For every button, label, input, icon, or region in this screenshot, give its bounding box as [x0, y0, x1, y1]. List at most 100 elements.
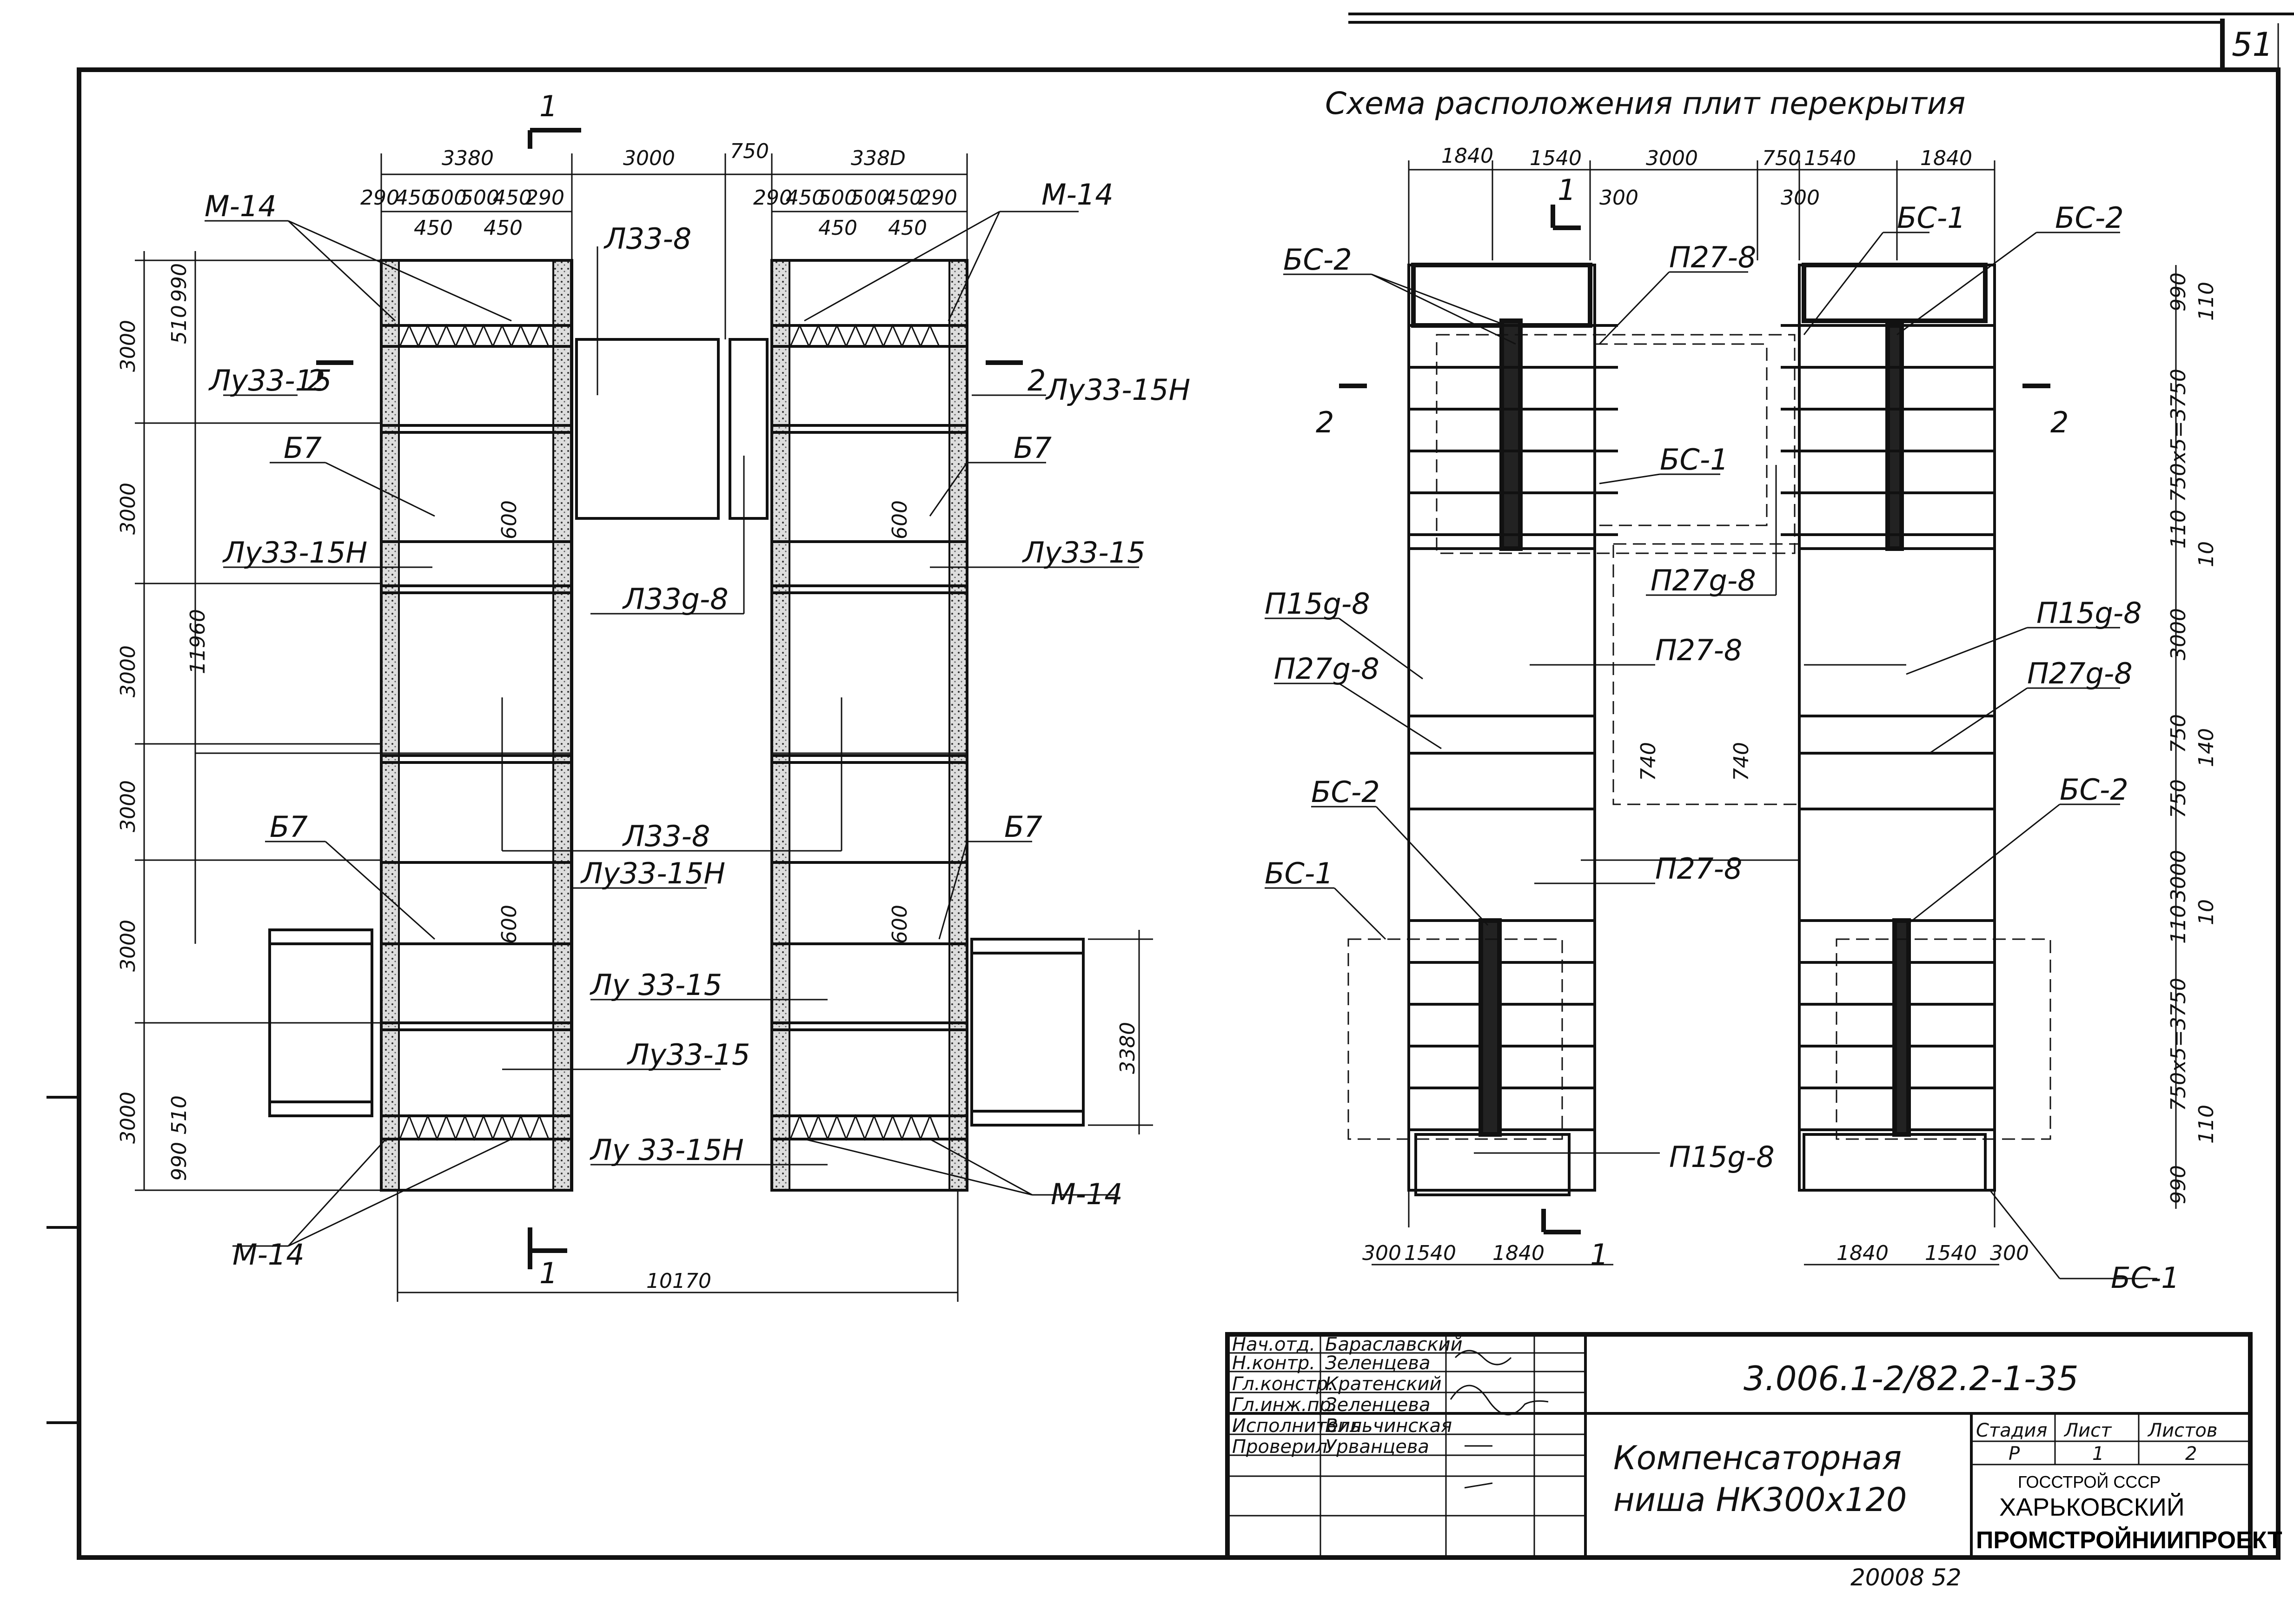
svg-text:3380: 3380	[1116, 1022, 1140, 1074]
svg-text:1540: 1540	[1804, 146, 1856, 170]
svg-text:740: 740	[1637, 742, 1660, 781]
svg-text:3000: 3000	[116, 1092, 140, 1144]
left-plan-labels: М-14 М-14 М-14 М-14 Лу33-15 Лу33-15Н Б7 …	[205, 178, 1190, 1272]
svg-text:450: 450	[395, 186, 434, 210]
svg-text:600: 600	[497, 500, 521, 539]
svg-text:3000: 3000	[623, 146, 675, 170]
svg-text:Лист: Лист	[2063, 1420, 2112, 1441]
label-m14: М-14	[1041, 178, 1114, 212]
svg-text:Зеленцева: Зеленцева	[1325, 1394, 1431, 1416]
label-m14: М-14	[1051, 1177, 1123, 1211]
label-bs2: БС-2	[1283, 243, 1352, 277]
label-p27d-8: П27g-8	[1651, 563, 1756, 597]
label-m14: М-14	[232, 1238, 305, 1272]
label-lu33-15: Лу33-15	[627, 1038, 750, 1072]
svg-text:1540: 1540	[1530, 146, 1582, 170]
label-p15d-8: П15g-8	[2036, 596, 2142, 630]
svg-text:500: 500	[428, 186, 467, 210]
svg-text:300: 300	[1599, 186, 1638, 210]
drawing-title-line1: Компенсаторная	[1613, 1439, 1902, 1477]
label-bs2: БС-2	[2055, 201, 2124, 235]
right-plan-title: Схема расположения плит перекрытия	[1325, 86, 1965, 121]
svg-text:600: 600	[497, 905, 521, 944]
svg-text:740: 740	[1730, 742, 1753, 781]
svg-text:3000: 3000	[116, 920, 140, 972]
svg-text:110: 110	[2167, 510, 2190, 549]
svg-text:11960: 11960	[186, 609, 210, 674]
svg-text:600: 600	[888, 905, 912, 944]
label-b7: Б7	[270, 810, 308, 844]
svg-text:ПРОМСТРОЙНИИПРОЕКТ: ПРОМСТРОЙНИИПРОЕКТ	[1976, 1526, 2282, 1554]
svg-text:510: 510	[167, 305, 191, 344]
svg-text:1840: 1840	[1441, 144, 1493, 168]
label-lu33-15n: Лу33-15Н	[1045, 373, 1190, 407]
svg-text:1540: 1540	[1404, 1241, 1456, 1265]
label-l33d-8: Л33g-8	[622, 582, 729, 616]
drawing-title-line2: ниша НК300х120	[1613, 1481, 1907, 1519]
label-bs1: БС-1	[1265, 856, 1333, 890]
svg-text:290: 290	[918, 186, 957, 210]
label-p27d-8: П27g-8	[1274, 652, 1379, 686]
svg-text:Гл.инж.пр.: Гл.инж.пр.	[1232, 1394, 1337, 1416]
svg-text:10: 10	[2195, 899, 2218, 925]
svg-text:2: 2	[2185, 1443, 2197, 1465]
label-p27-8: П27-8	[1655, 852, 1742, 886]
label-bs1: БС-1	[2111, 1261, 2180, 1295]
svg-text:990: 990	[167, 263, 191, 302]
label-l33-8: Л33-8	[622, 819, 710, 853]
svg-text:3000: 3000	[2167, 850, 2190, 902]
svg-text:750: 750	[730, 139, 769, 163]
svg-text:990: 990	[167, 1142, 191, 1181]
svg-text:990: 990	[2167, 1165, 2190, 1204]
svg-text:2: 2	[307, 364, 325, 398]
label-b7: Б7	[1014, 431, 1052, 465]
svg-text:2: 2	[1316, 405, 1334, 439]
svg-text:110: 110	[2167, 905, 2190, 944]
svg-text:3000: 3000	[116, 645, 140, 697]
label-b7: Б7	[284, 431, 322, 465]
svg-text:Гл.констр.: Гл.констр.	[1232, 1373, 1334, 1395]
svg-text:510: 510	[167, 1095, 191, 1134]
left-plan-dims: 3380 3000 750 338D 290 450 500 500 450 2…	[116, 89, 1140, 1293]
svg-text:1: 1	[539, 89, 557, 123]
label-p27-8: П27-8	[1655, 633, 1742, 667]
svg-text:1840: 1840	[1920, 146, 1972, 170]
svg-text:110: 110	[2195, 1105, 2218, 1144]
svg-text:750: 750	[2167, 714, 2190, 753]
label-lu33-15n: Лу 33-15Н	[590, 1133, 744, 1167]
svg-text:750х5=3750: 750х5=3750	[2167, 369, 2190, 502]
sheet-frame	[46, 13, 2294, 1560]
svg-text:3000: 3000	[116, 320, 140, 372]
right-plan	[1339, 160, 2177, 1266]
svg-text:500: 500	[460, 186, 499, 210]
svg-text:ГОССТРОЙ СССР: ГОССТРОЙ СССР	[2018, 1472, 2161, 1491]
svg-text:450: 450	[888, 216, 927, 240]
svg-text:1: 1	[2092, 1443, 2104, 1465]
svg-text:Н.контр.: Н.контр.	[1232, 1352, 1315, 1374]
svg-text:750х5=3750: 750х5=3750	[2167, 978, 2190, 1111]
label-lu33-15: Лу33-15	[208, 364, 332, 398]
svg-text:Проверил: Проверил	[1232, 1436, 1327, 1458]
svg-text:2: 2	[1028, 364, 1046, 398]
svg-text:Листов: Листов	[2147, 1420, 2217, 1441]
label-p27-8: П27-8	[1669, 240, 1756, 274]
label-bs1: БС-1	[1660, 443, 1729, 477]
svg-text:140: 140	[2195, 728, 2218, 767]
svg-text:10: 10	[2195, 541, 2218, 567]
svg-text:ХАРЬКОВСКИЙ: ХАРЬКОВСКИЙ	[1999, 1493, 2185, 1521]
svg-text:450: 450	[414, 216, 453, 240]
svg-text:10170: 10170	[646, 1269, 711, 1293]
svg-text:990: 990	[2167, 272, 2190, 312]
svg-text:750: 750	[2167, 779, 2190, 818]
svg-text:1540: 1540	[1925, 1241, 1977, 1265]
svg-text:300: 300	[1781, 186, 1820, 210]
svg-text:500: 500	[851, 186, 890, 210]
svg-text:2: 2	[2050, 405, 2069, 439]
label-l33-8: Л33-8	[603, 222, 691, 256]
label-bs1: БС-1	[1897, 201, 1966, 235]
label-m14: М-14	[205, 189, 277, 223]
svg-text:450: 450	[484, 216, 523, 240]
svg-text:1: 1	[1590, 1238, 1608, 1272]
svg-text:Кратенский: Кратенский	[1325, 1373, 1442, 1395]
svg-text:750: 750	[1762, 146, 1801, 170]
